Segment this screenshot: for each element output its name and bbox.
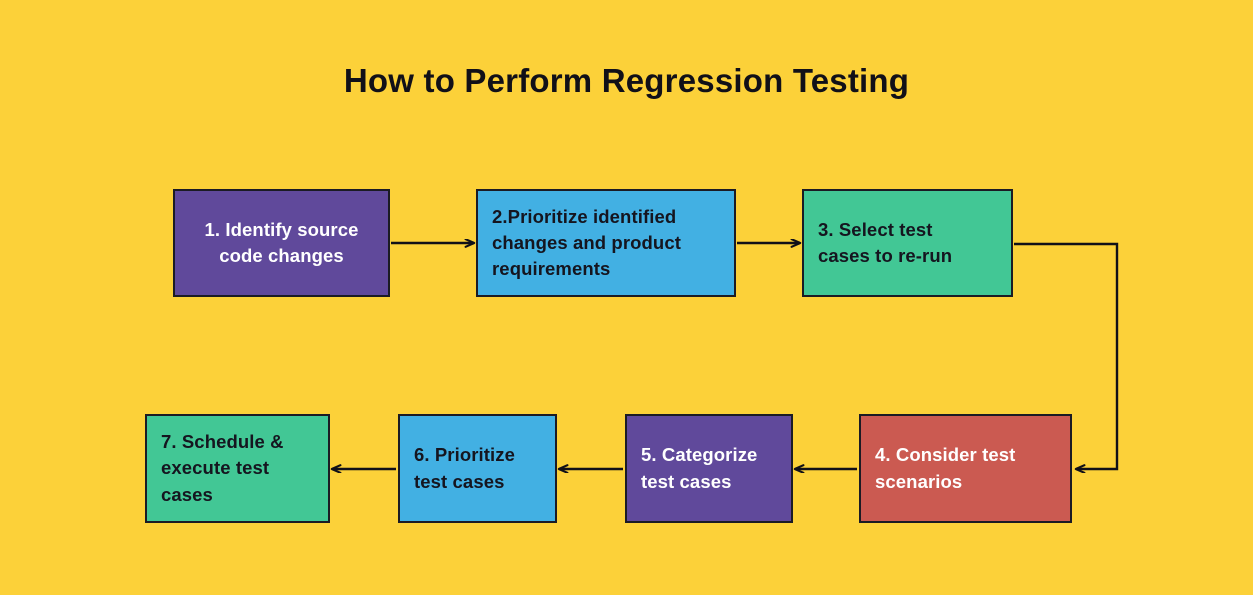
flow-node-label: 3. Select test cases to re-run: [818, 218, 953, 266]
flow-node-label: 2.Prioritize identified changes and prod…: [492, 205, 681, 280]
page-title: How to Perform Regression Testing: [343, 62, 910, 99]
flow-node-label: 6. Prioritize test cases: [414, 444, 516, 492]
flow-node-step-2[interactable]: 2.Prioritize identified changes and prod…: [476, 189, 736, 297]
flow-node-step-1[interactable]: 1. Identify source code changes: [173, 189, 390, 297]
flow-node-step-5[interactable]: 5. Categorize test cases: [625, 414, 793, 523]
flow-node-label: 5. Categorize test cases: [641, 444, 758, 492]
flow-node-label: 7. Schedule & execute test cases: [161, 431, 284, 505]
flow-node-step-7[interactable]: 7. Schedule & execute test cases: [145, 414, 330, 523]
flow-node-step-6[interactable]: 6. Prioritize test cases: [398, 414, 557, 523]
flow-node-step-4[interactable]: 4. Consider test scenarios: [859, 414, 1072, 523]
flow-node-step-3[interactable]: 3. Select test cases to re-run: [802, 189, 1013, 297]
flow-node-label: 4. Consider test scenarios: [875, 444, 1016, 492]
flow-node-label: 1. Identify source code changes: [204, 218, 359, 266]
